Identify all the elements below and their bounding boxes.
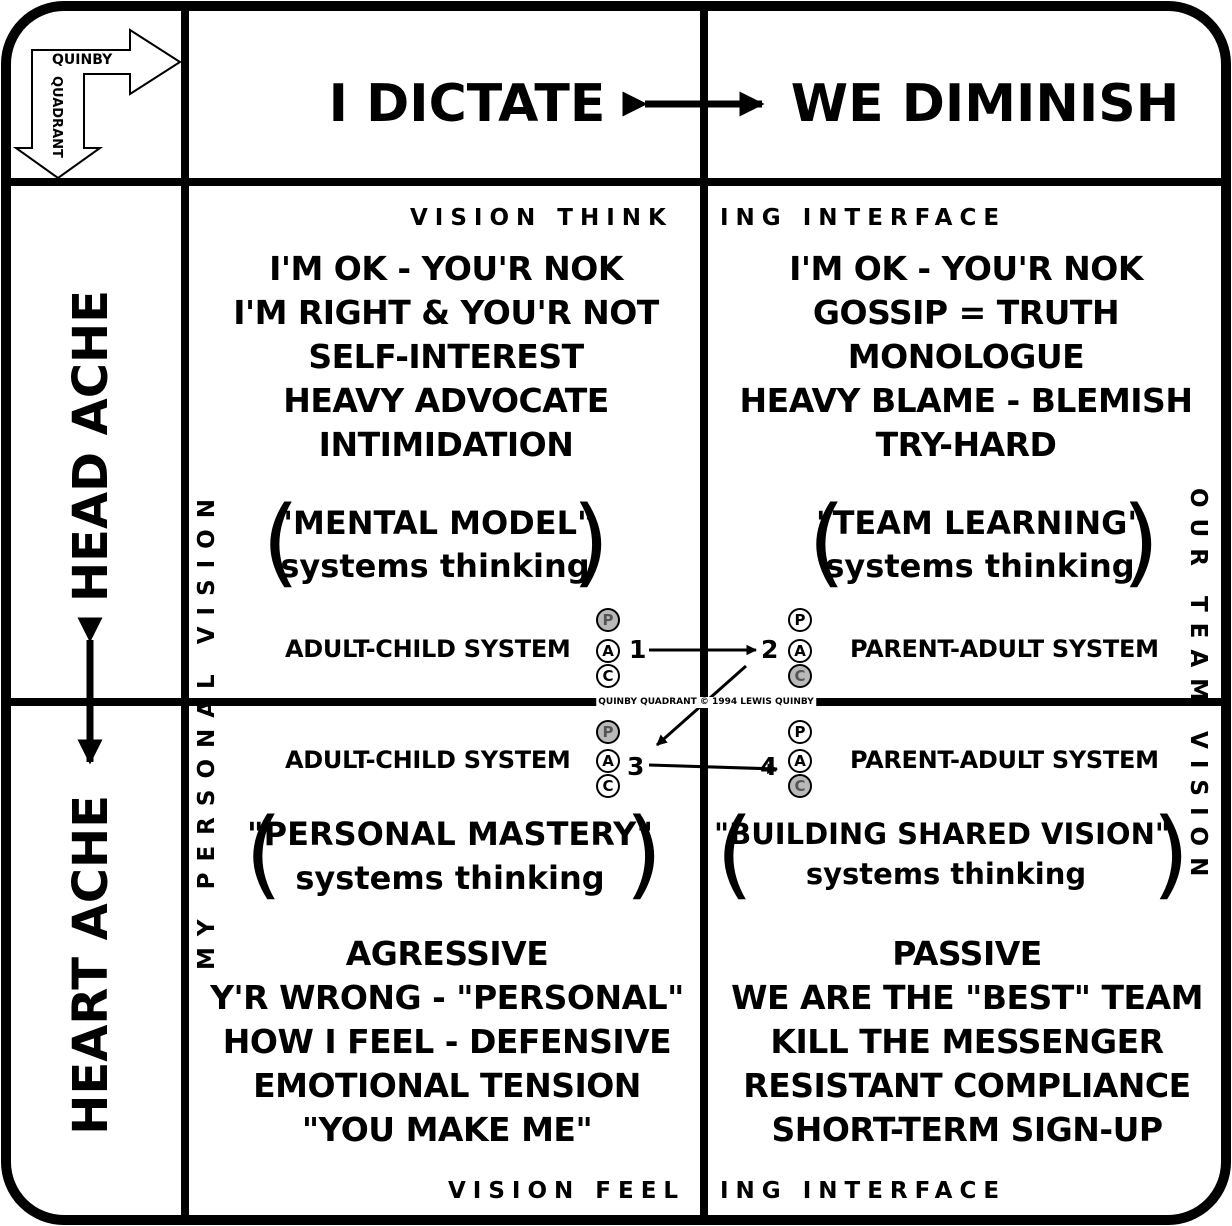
tr-quote-title: "TEAM LEARNING" bbox=[815, 504, 1145, 542]
tr-item-2: GOSSIP = TRUTH bbox=[812, 293, 1120, 332]
logo-line-1: QUINBY bbox=[52, 52, 113, 68]
bl-flow-number: 3 bbox=[627, 752, 645, 781]
tl-close-paren-icon: ) bbox=[572, 486, 610, 598]
br-close-paren-icon: ) bbox=[1152, 798, 1190, 910]
tr-item-4: HEAVY BLAME - BLEMISH bbox=[739, 381, 1193, 420]
side-heart-ache: HEART ACHE bbox=[63, 795, 119, 1135]
br-item-2: WE ARE THE "BEST" TEAM bbox=[731, 978, 1203, 1017]
tl-item-5: INTIMIDATION bbox=[318, 425, 574, 464]
arrow-3-to-4-icon bbox=[648, 763, 779, 775]
bl-system-label: ADULT-CHILD SYSTEM bbox=[285, 746, 571, 774]
header-right-title: WE DIMINISH bbox=[790, 74, 1180, 134]
pac-a-circle: A bbox=[596, 749, 620, 773]
thinking-interface-right: ING INTERFACE bbox=[720, 205, 1007, 231]
br-quote-title: "BUILDING SHARED VISION" bbox=[714, 817, 1170, 851]
bl-item-3: HOW I FEEL - DEFENSIVE bbox=[222, 1022, 672, 1061]
tr-system-label: PARENT-ADULT SYSTEM bbox=[850, 635, 1159, 663]
tl-open-paren-icon: ( bbox=[262, 486, 300, 598]
tl-item-2: I'M RIGHT & YOU'R NOT bbox=[233, 293, 659, 332]
bl-item-1: AGRESSIVE bbox=[345, 934, 549, 973]
tl-flow-number: 1 bbox=[629, 635, 647, 664]
team-vision-label: OUR TEAM VISION bbox=[1185, 488, 1211, 888]
tl-item-3: SELF-INTEREST bbox=[308, 337, 584, 376]
logo-line-2: QUADRANT bbox=[49, 76, 64, 158]
br-item-1: PASSIVE bbox=[892, 934, 1042, 973]
feeling-interface-left: VISION FEEL bbox=[448, 1178, 686, 1204]
tl-quote-sub: systems thinking bbox=[280, 547, 590, 585]
bl-item-4: EMOTIONAL TENSION bbox=[253, 1066, 641, 1105]
br-item-5: SHORT-TERM SIGN-UP bbox=[771, 1110, 1163, 1149]
tr-flow-number: 2 bbox=[761, 635, 779, 664]
personal-vision-label: MY PERSONAL VISION bbox=[194, 488, 220, 970]
header-left-title: I DICTATE bbox=[328, 74, 606, 134]
pac-p-circle: P bbox=[596, 720, 620, 744]
bl-quote-title: "PERSONAL MASTERY" bbox=[246, 815, 654, 853]
bl-item-5: "YOU MAKE ME" bbox=[301, 1110, 593, 1149]
pac-a-circle: A bbox=[788, 749, 812, 773]
br-flow-number: 4 bbox=[760, 752, 778, 781]
tr-item-5: TRY-HARD bbox=[875, 425, 1057, 464]
tr-close-paren-icon: ) bbox=[1122, 486, 1160, 598]
pac-c-circle: C bbox=[788, 664, 812, 688]
br-quote-sub: systems thinking bbox=[805, 857, 1087, 891]
br-open-paren-icon: ( bbox=[716, 798, 754, 910]
tl-item-1: I'M OK - YOU'R NOK bbox=[269, 249, 623, 288]
tl-item-4: HEAVY ADVOCATE bbox=[283, 381, 609, 420]
pac-a-circle: A bbox=[596, 639, 620, 663]
copyright-notice: QUINBY QUADRANT © 1994 LEWIS QUINBY bbox=[596, 697, 816, 708]
pac-p-circle: P bbox=[788, 720, 812, 744]
tl-quote-title: "MENTAL MODEL" bbox=[276, 504, 594, 542]
br-item-4: RESISTANT COMPLIANCE bbox=[743, 1066, 1191, 1105]
pac-c-circle: C bbox=[788, 774, 812, 798]
tr-item-1: I'M OK - YOU'R NOK bbox=[789, 249, 1143, 288]
pac-p-circle: P bbox=[788, 608, 812, 632]
bl-close-paren-icon: ) bbox=[625, 798, 663, 910]
pac-c-circle: C bbox=[596, 774, 620, 798]
pac-p-circle: P bbox=[596, 608, 620, 632]
logo-arrow-icon bbox=[12, 28, 182, 180]
pac-c-circle: C bbox=[596, 664, 620, 688]
feeling-interface-right: ING INTERFACE bbox=[720, 1178, 1007, 1204]
br-item-3: KILL THE MESSENGER bbox=[770, 1022, 1164, 1061]
pac-a-circle: A bbox=[788, 639, 812, 663]
tr-quote-sub: systems thinking bbox=[825, 547, 1135, 585]
tr-open-paren-icon: ( bbox=[808, 486, 846, 598]
bl-quote-sub: systems thinking bbox=[295, 859, 605, 897]
br-system-label: PARENT-ADULT SYSTEM bbox=[850, 746, 1159, 774]
thinking-interface-left: VISION THINK bbox=[410, 205, 673, 231]
bl-item-2: Y'R WRONG - "PERSONAL" bbox=[210, 978, 684, 1017]
tl-system-label: ADULT-CHILD SYSTEM bbox=[285, 635, 571, 663]
side-head-ache: HEAD ACHE bbox=[63, 290, 119, 602]
tr-item-3: MONOLOGUE bbox=[847, 337, 1085, 376]
bl-open-paren-icon: ( bbox=[245, 798, 283, 910]
